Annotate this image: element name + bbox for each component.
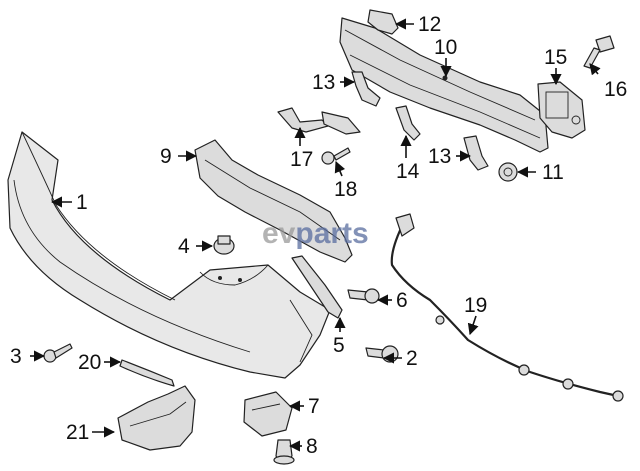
callout-2: 2 — [406, 347, 418, 370]
sensor-bracket — [277, 107, 361, 135]
callout-11: 11 — [542, 161, 564, 184]
callout-9: 9 — [160, 145, 172, 168]
center-bracket — [395, 105, 421, 141]
side-bracket-5 — [291, 255, 343, 319]
arrow-18 — [334, 160, 346, 177]
callout-5: 5 — [333, 334, 345, 357]
bolt-16 — [583, 35, 615, 69]
callout-20: 20 — [78, 351, 101, 374]
side-bracket-right — [463, 135, 489, 171]
callout-12: 12 — [418, 13, 441, 36]
callout-labels: 1 2 3 4 5 6 7 8 9 10 11 12 13 13 14 15 1… — [10, 13, 627, 458]
watermark-brand: parts — [295, 217, 368, 250]
screw-18 — [321, 147, 351, 165]
reinforcement-beam — [339, 17, 549, 153]
side-bracket-left — [351, 71, 381, 107]
bracket-7 — [243, 391, 293, 437]
screw-3 — [43, 343, 73, 363]
wiring-harness — [390, 213, 624, 402]
screw-6 — [347, 288, 380, 304]
callout-7: 7 — [308, 395, 320, 418]
callout-10: 10 — [434, 36, 457, 59]
energy-absorber — [194, 139, 353, 263]
callout-14: 14 — [396, 160, 420, 183]
watermark-prefix: ev — [262, 217, 296, 250]
callout-4: 4 — [178, 235, 190, 258]
reflector-20 — [119, 359, 175, 387]
watermark-logo: evparts — [262, 217, 369, 250]
callout-3: 3 — [10, 345, 22, 368]
arrow-19 — [467, 315, 479, 336]
arrow-16 — [589, 63, 601, 76]
bumper-cover — [7, 131, 331, 379]
svg-text:evparts: evparts — [262, 217, 369, 250]
nut-11 — [498, 162, 518, 182]
callout-13-left: 13 — [312, 71, 335, 94]
undercover-21 — [117, 385, 196, 451]
leader-arrows — [30, 18, 601, 452]
callout-19: 19 — [464, 294, 487, 317]
screw-2 — [365, 345, 399, 363]
push-pin-8 — [273, 439, 295, 465]
upper-bracket — [367, 9, 399, 35]
callout-8: 8 — [306, 435, 318, 458]
mount-plate — [537, 81, 586, 139]
callout-18: 18 — [334, 178, 357, 201]
callout-13-right: 13 — [428, 145, 451, 168]
callout-1: 1 — [76, 191, 88, 214]
callout-16: 16 — [604, 78, 627, 101]
callout-6: 6 — [396, 289, 408, 312]
clip-4 — [213, 235, 235, 255]
callout-17: 17 — [290, 148, 313, 171]
callout-15: 15 — [544, 46, 567, 69]
callout-21: 21 — [66, 421, 89, 444]
